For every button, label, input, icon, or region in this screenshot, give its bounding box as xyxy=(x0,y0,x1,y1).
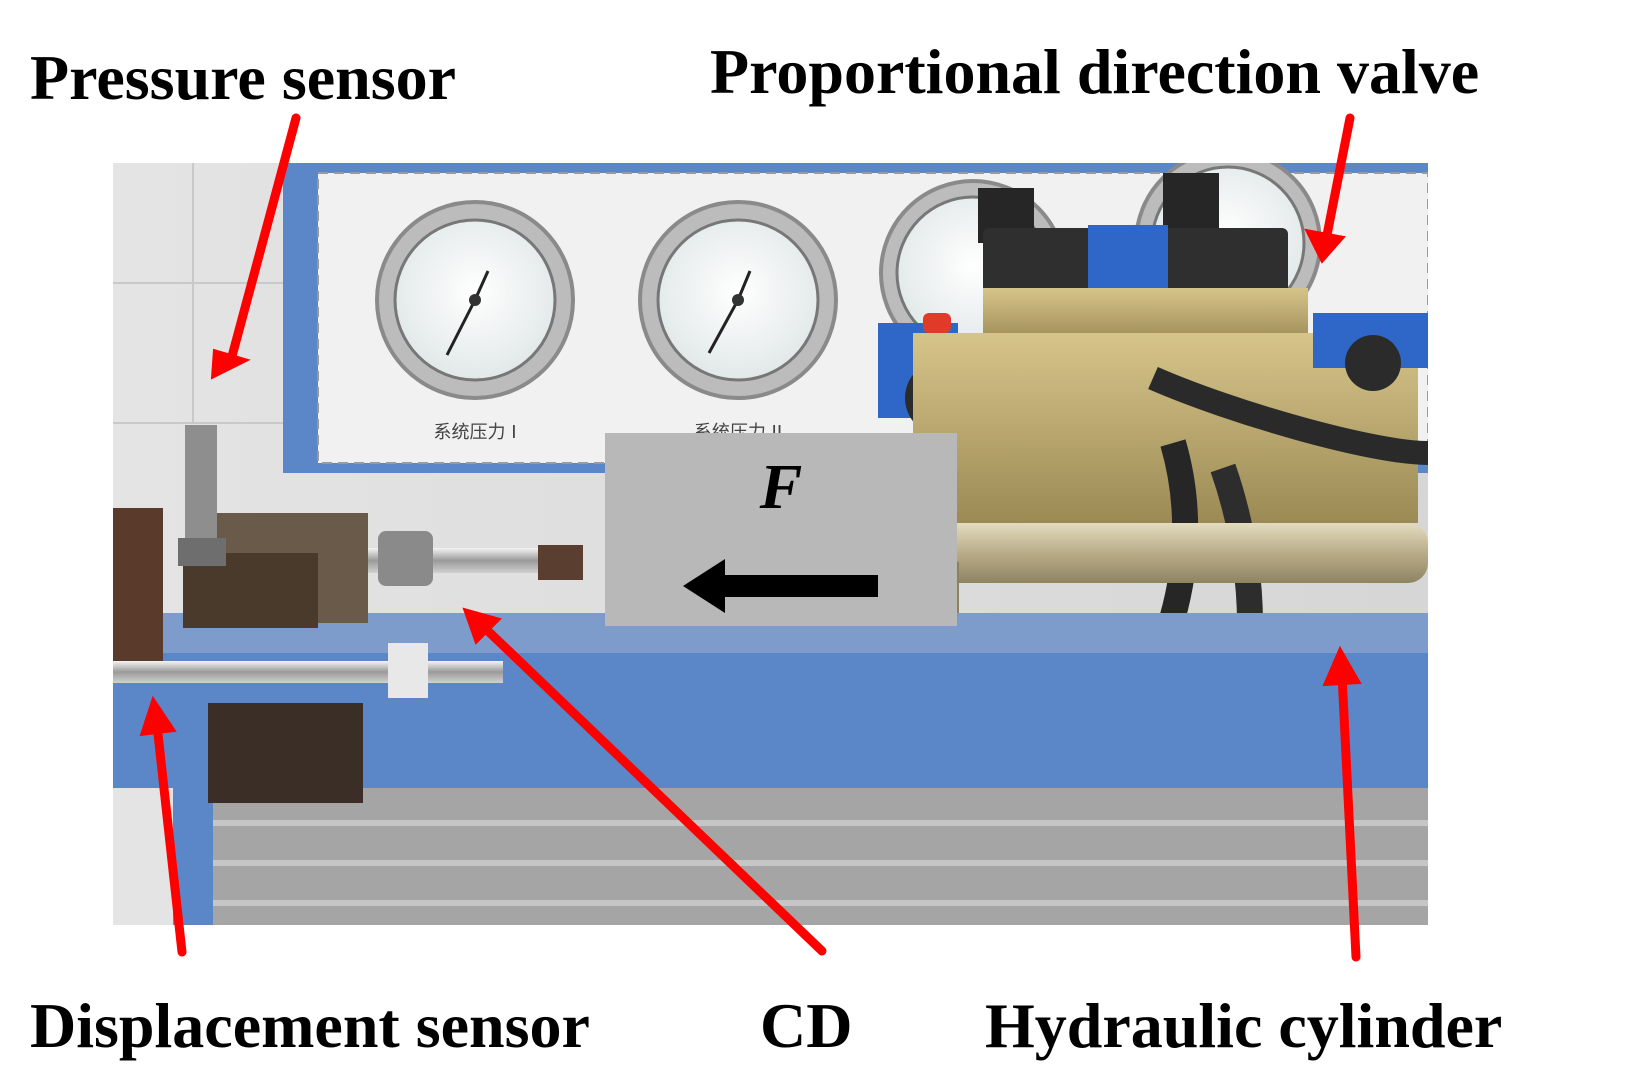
force-arrow xyxy=(683,559,878,613)
cd-label: CD xyxy=(760,990,853,1061)
pressure-gauge-2 xyxy=(638,200,838,400)
pressure-sensor xyxy=(178,425,226,566)
displacement-sensor xyxy=(113,508,503,803)
displacement-sensor-label: Displacement sensor xyxy=(30,990,590,1061)
pressure-sensor-label: Pressure sensor xyxy=(30,42,457,113)
force-label: F xyxy=(759,451,803,522)
gauge-1-label: 系统压力 I xyxy=(433,422,516,443)
pressure-gauge-1 xyxy=(375,200,575,400)
test-rig-photo: 系统压力 I 系统压力 II xyxy=(113,163,1428,925)
proportional-direction-valve-label: Proportional direction valve xyxy=(710,36,1480,107)
hydraulic-cylinder-label: Hydraulic cylinder xyxy=(985,990,1503,1061)
